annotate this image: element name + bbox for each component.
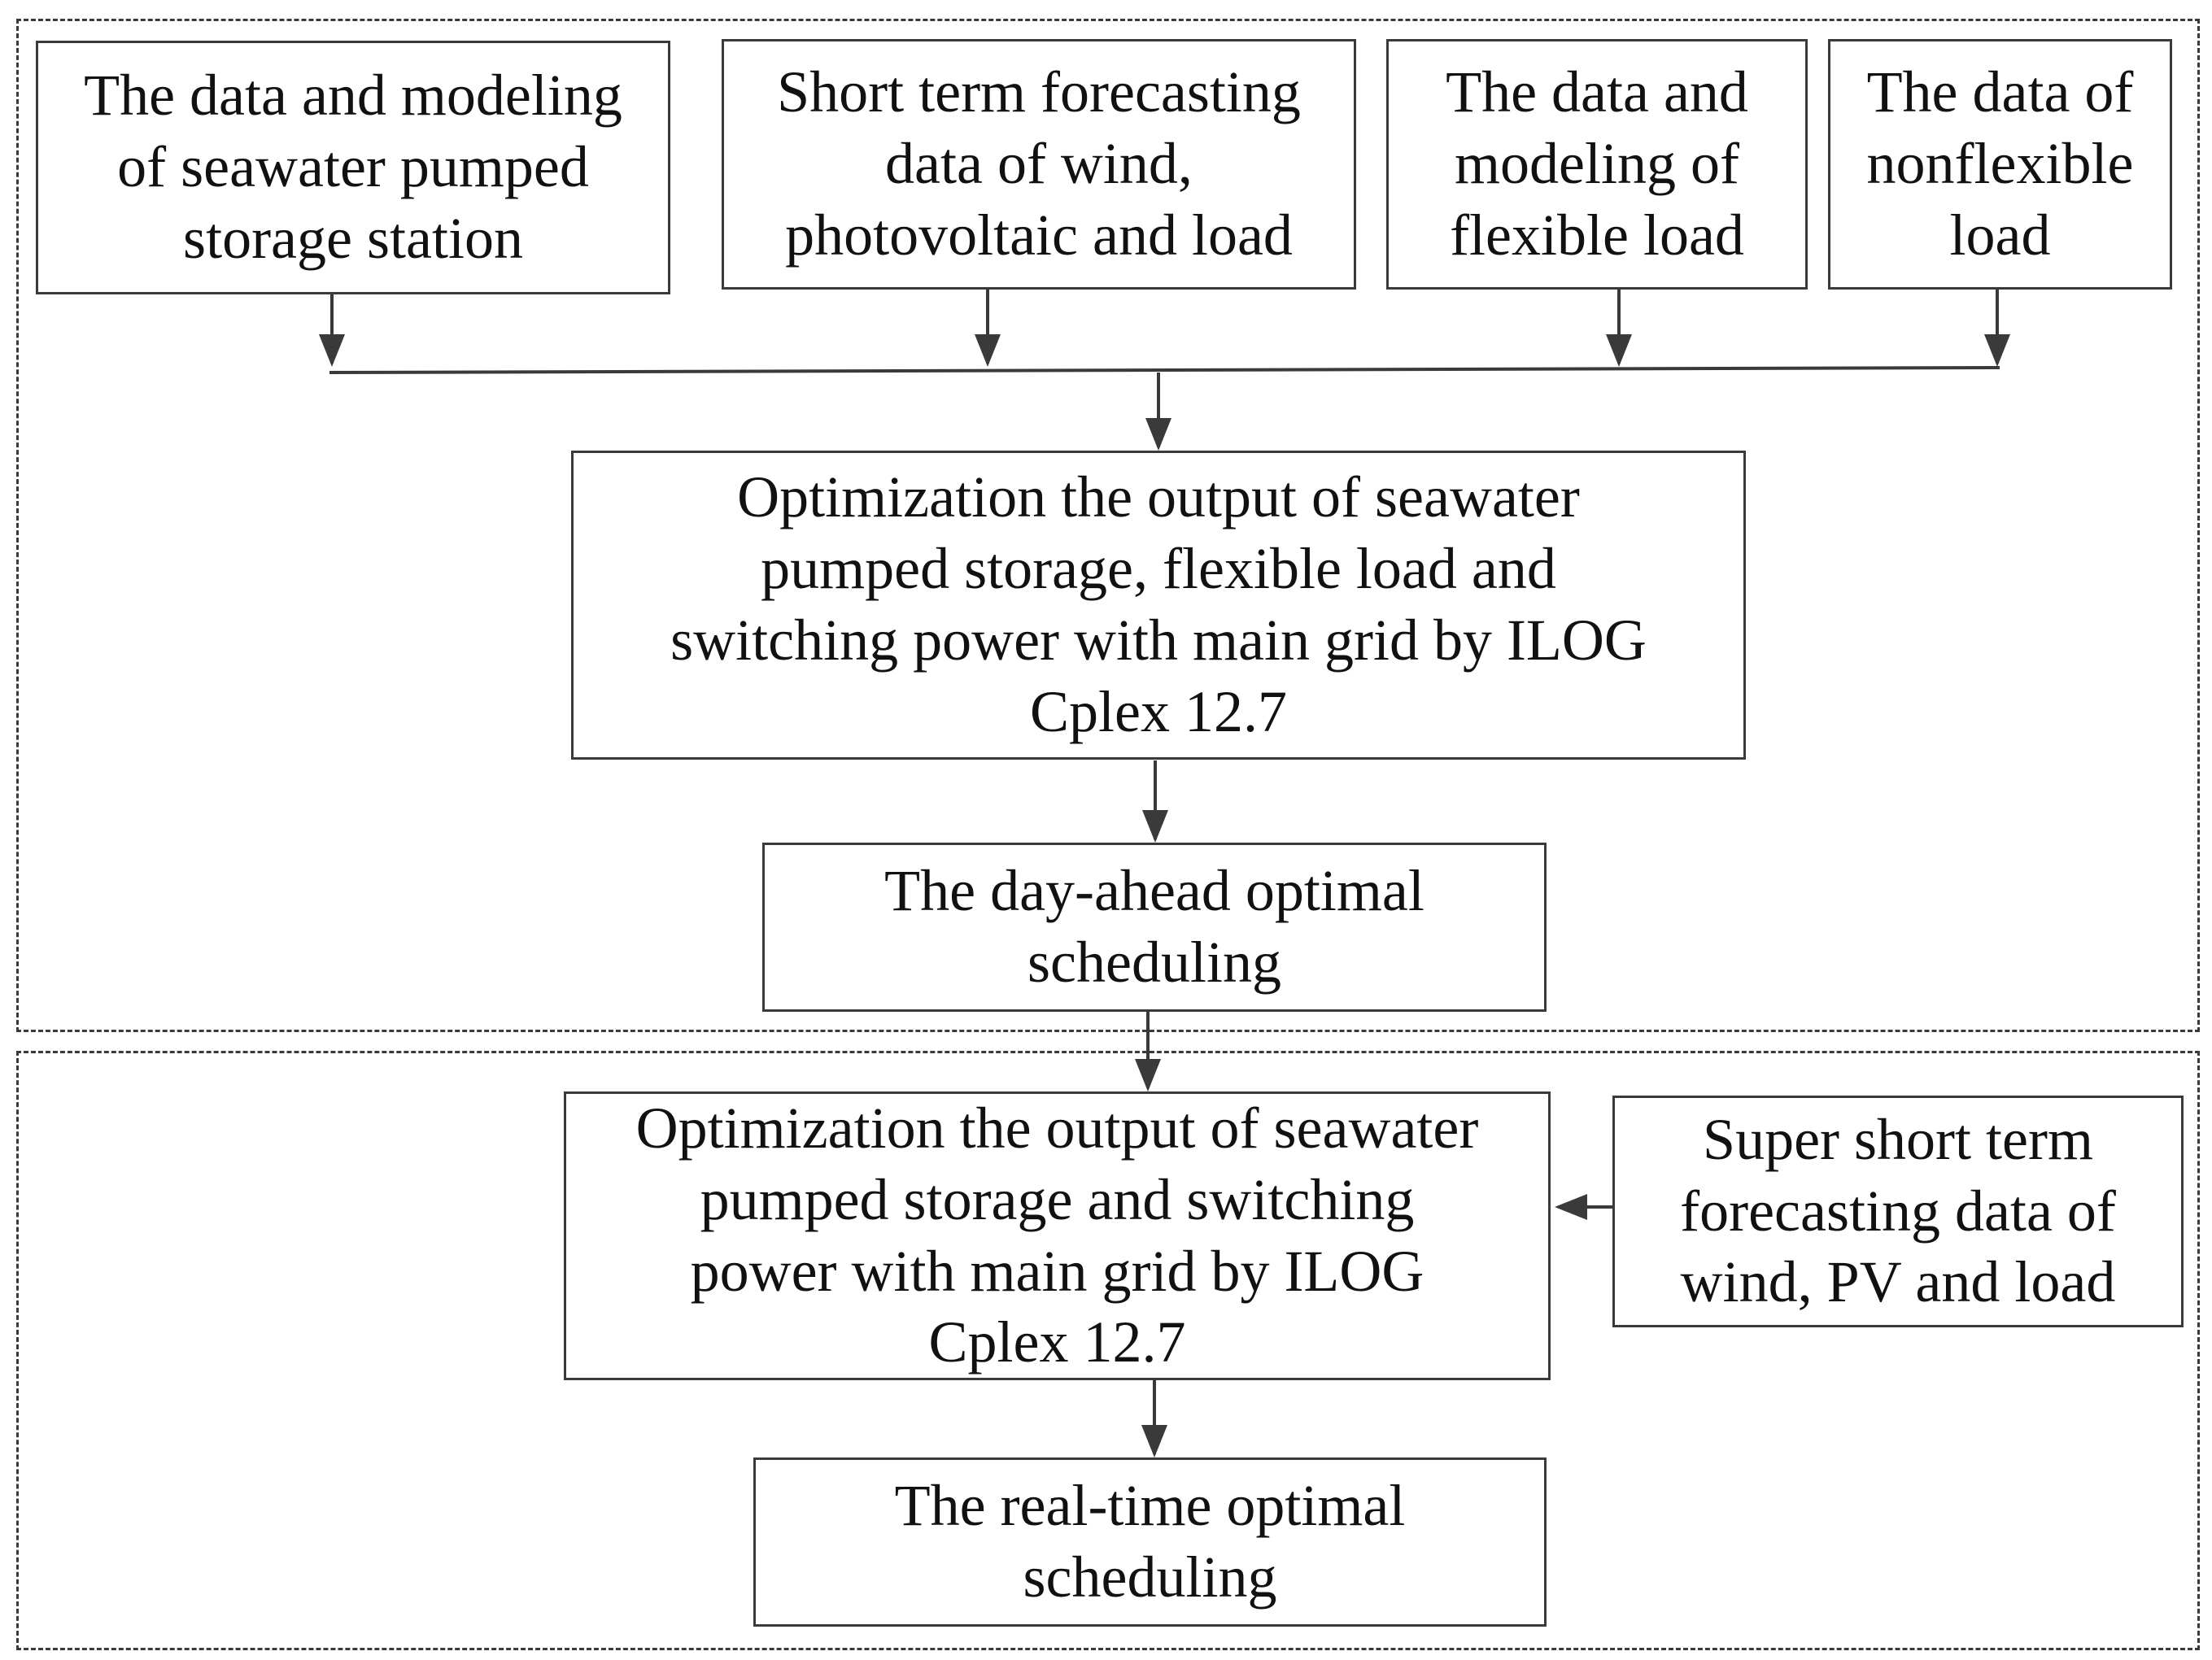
super-short-term-forecast-box: Super short term forecasting data of win…: [1612, 1096, 2184, 1327]
dayahead-scheduling-box: The day-ahead optimal scheduling: [762, 843, 1547, 1012]
day-ahead-stage-region: [16, 19, 2200, 1032]
realtime-optimization-box: Optimization the output of seawater pump…: [564, 1091, 1551, 1380]
inputs-merge-line: [329, 366, 2000, 374]
realtime-scheduling-box: The real-time optimal scheduling: [753, 1457, 1547, 1627]
dayahead-optimization-box: Optimization the output of seawater pump…: [571, 451, 1746, 760]
input-box-pumped-storage-data: The data and modeling of seawater pumped…: [36, 41, 670, 294]
input-box-flexible-load-data: The data and modeling of flexible load: [1386, 39, 1808, 290]
input-box-nonflexible-load-data: The data of nonflexible load: [1828, 39, 2172, 290]
input-box-short-term-forecast: Short term forecasting data of wind, pho…: [722, 39, 1356, 290]
real-time-stage-region: [16, 1051, 2200, 1650]
